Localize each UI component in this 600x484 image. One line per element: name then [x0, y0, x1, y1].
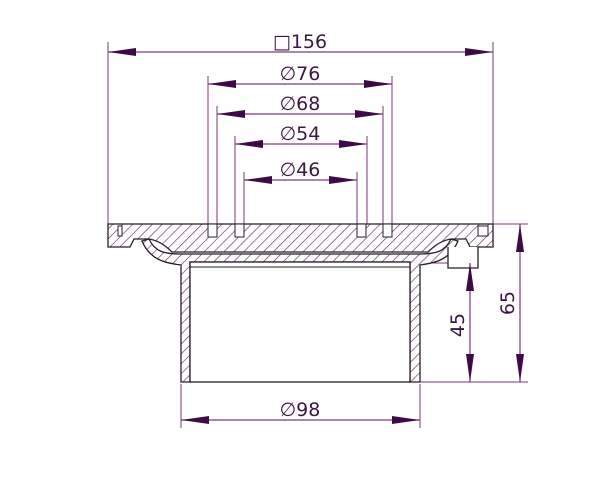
flange-plate	[107, 223, 494, 253]
arrowhead	[466, 263, 474, 291]
tube-bore	[189, 261, 411, 383]
arrowhead	[208, 80, 236, 88]
slot	[356, 223, 367, 238]
arrowhead	[181, 416, 209, 424]
arrowhead	[217, 110, 245, 118]
arrowhead	[339, 140, 367, 148]
drain-body	[107, 223, 494, 383]
arrowhead	[466, 354, 474, 382]
dim-label-d54: ∅54	[280, 123, 321, 145]
dim-label-d76: ∅76	[280, 63, 321, 85]
side-lug	[447, 247, 479, 269]
dim-label-d46: ∅46	[280, 159, 321, 181]
arrowhead	[516, 224, 524, 252]
extension-lines	[107, 42, 528, 428]
arrowhead	[244, 176, 272, 184]
flange-recess	[117, 225, 489, 237]
arrowhead	[392, 416, 420, 424]
arrowhead	[364, 80, 392, 88]
arrowhead	[355, 110, 383, 118]
dim-label-flange-156: □156	[273, 31, 327, 53]
slot	[207, 223, 218, 238]
dim-label-h45: 45	[447, 313, 469, 337]
arrowhead	[235, 140, 263, 148]
dim-label-d68: ∅68	[280, 93, 321, 115]
arrowhead	[329, 176, 357, 184]
dim-label-h65: 65	[497, 291, 519, 315]
arrowhead	[108, 48, 136, 56]
slot	[234, 223, 245, 238]
arrowhead	[516, 354, 524, 382]
dimension-lines	[108, 48, 524, 424]
arrowhead	[465, 48, 493, 56]
dim-label-d98: ∅98	[280, 399, 321, 421]
slot	[382, 223, 393, 238]
